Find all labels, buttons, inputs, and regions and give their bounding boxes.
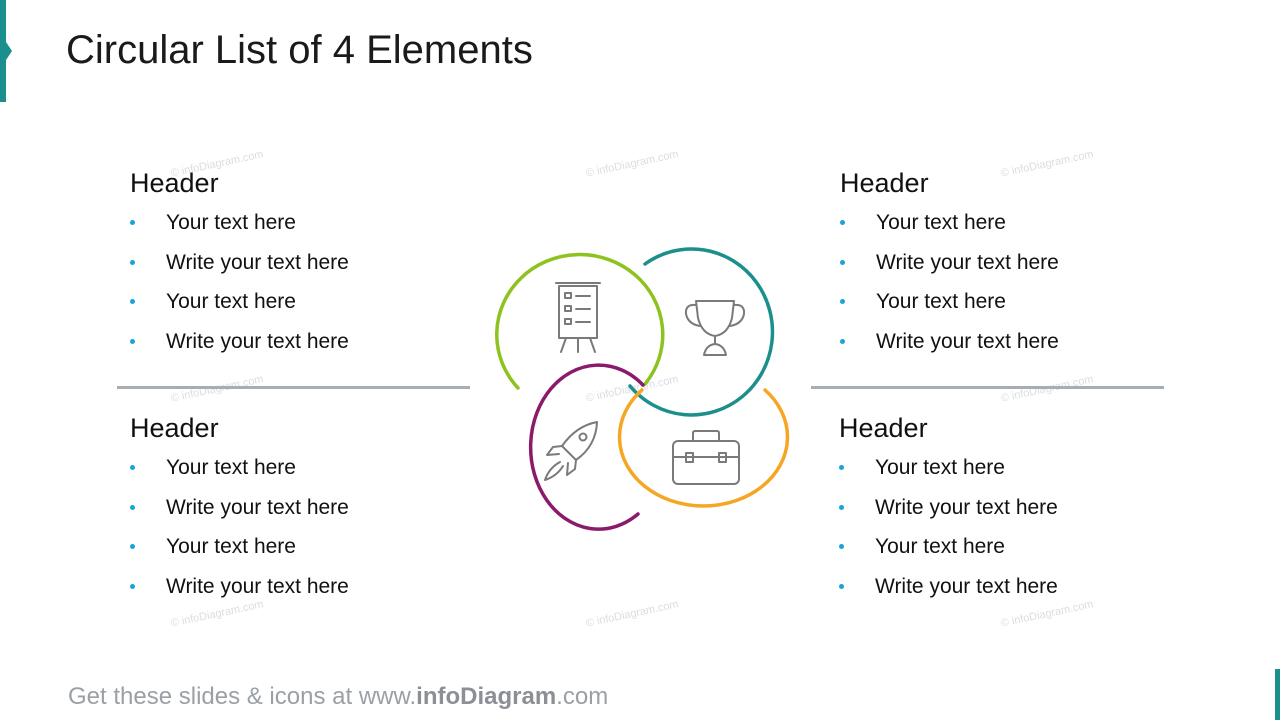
list-item-text: Your text here (166, 456, 296, 479)
ring-orange (617, 388, 790, 508)
list-item: Your text here (130, 535, 470, 575)
list-item-text: Write your text here (166, 575, 349, 599)
list-item-text: Write your text here (166, 495, 349, 519)
list-item-text: Your text here (876, 211, 1006, 234)
list-item-text: Write your text here (166, 250, 349, 274)
list-item-text: Your text here (166, 211, 296, 234)
list-item: Your text here (839, 535, 1179, 575)
bullet-dot (840, 299, 845, 305)
bullet-dot (130, 504, 135, 510)
list-item-text: Write your text here (876, 250, 1059, 274)
footer-brand: infoDiagram (416, 683, 557, 710)
bullet-dot (840, 220, 845, 225)
bullet-dot (839, 584, 844, 590)
list-item: Write your text here (130, 251, 470, 291)
rocket-icon (544, 421, 598, 481)
block-header: Header (130, 168, 219, 198)
footer-prefix: Get these slides & icons at www. (68, 683, 417, 710)
bullet-dot (130, 584, 135, 590)
text-block-top-left: Header Your text here Write your text he… (130, 168, 470, 370)
bullet-dot (840, 259, 845, 265)
list-item-text: Write your text here (876, 330, 1059, 354)
list-item: Your text here (839, 456, 1179, 496)
watermark: © infoDiagram.com (584, 148, 680, 180)
trophy-icon (684, 300, 746, 356)
list-item-text: Your text here (875, 535, 1005, 559)
page-title: Circular List of 4 Elements (66, 28, 533, 72)
text-block-bottom-right: Header Your text here Write your text he… (839, 413, 1179, 615)
list-item-text: Your text here (876, 290, 1006, 314)
ring-purple (528, 363, 645, 531)
list-item-text: Your text here (166, 535, 296, 559)
list-item-text: Write your text here (875, 575, 1058, 599)
list-item: Write your text here (840, 330, 1180, 370)
list-item-text: Write your text here (166, 330, 349, 354)
list-item: Your text here (130, 211, 470, 251)
bullet-list: Your text here Write your text here Your… (839, 456, 1179, 615)
left-accent-bar (0, 0, 6, 102)
ring-green (495, 252, 665, 390)
list-item-text: Your text here (875, 456, 1005, 479)
ring-teal (628, 247, 775, 417)
watermark: © infoDiagram.com (999, 373, 1095, 405)
watermark: © infoDiagram.com (584, 598, 680, 630)
bullet-list: Your text here Write your text here Your… (840, 211, 1180, 370)
bullet-list: Your text here Write your text here Your… (130, 456, 470, 615)
toolbox-icon (672, 430, 740, 485)
circular-diagram (495, 247, 790, 531)
bullet-dot (130, 259, 135, 265)
block-header: Header (130, 413, 219, 443)
divider-left (117, 386, 470, 389)
bullet-list: Your text here Write your text here Your… (130, 211, 470, 370)
bullet-dot (130, 299, 135, 305)
list-item: Write your text here (840, 251, 1180, 291)
block-header: Header (839, 413, 928, 443)
list-item: Write your text here (130, 575, 470, 615)
bullet-dot (130, 465, 135, 470)
list-item-text: Your text here (166, 290, 296, 314)
text-block-top-right: Header Your text here Write your text he… (840, 168, 1180, 370)
list-item: Write your text here (130, 330, 470, 370)
list-item: Your text here (130, 456, 470, 496)
list-item: Write your text here (839, 496, 1179, 536)
bullet-dot (130, 339, 135, 345)
block-header: Header (840, 168, 929, 198)
bullet-dot (839, 544, 844, 550)
right-accent-bar (1275, 669, 1280, 720)
left-accent-tab (6, 42, 12, 60)
footer-suffix: .com (556, 683, 609, 710)
presentation-board-icon (555, 282, 601, 353)
bullet-dot (130, 544, 135, 550)
list-item-text: Write your text here (875, 495, 1058, 519)
list-item: Write your text here (130, 496, 470, 536)
footer-credit: Get these slides & icons at www.infoDiag… (68, 683, 608, 711)
list-item: Your text here (840, 290, 1180, 330)
bullet-dot (130, 220, 135, 225)
bullet-dot (839, 504, 844, 510)
bullet-dot (839, 465, 844, 470)
bullet-dot (840, 339, 845, 345)
list-item: Your text here (130, 290, 470, 330)
text-block-bottom-left: Header Your text here Write your text he… (130, 413, 470, 615)
divider-right (811, 386, 1164, 389)
watermark: © infoDiagram.com (169, 373, 265, 405)
list-item: Write your text here (839, 575, 1179, 615)
list-item: Your text here (840, 211, 1180, 251)
